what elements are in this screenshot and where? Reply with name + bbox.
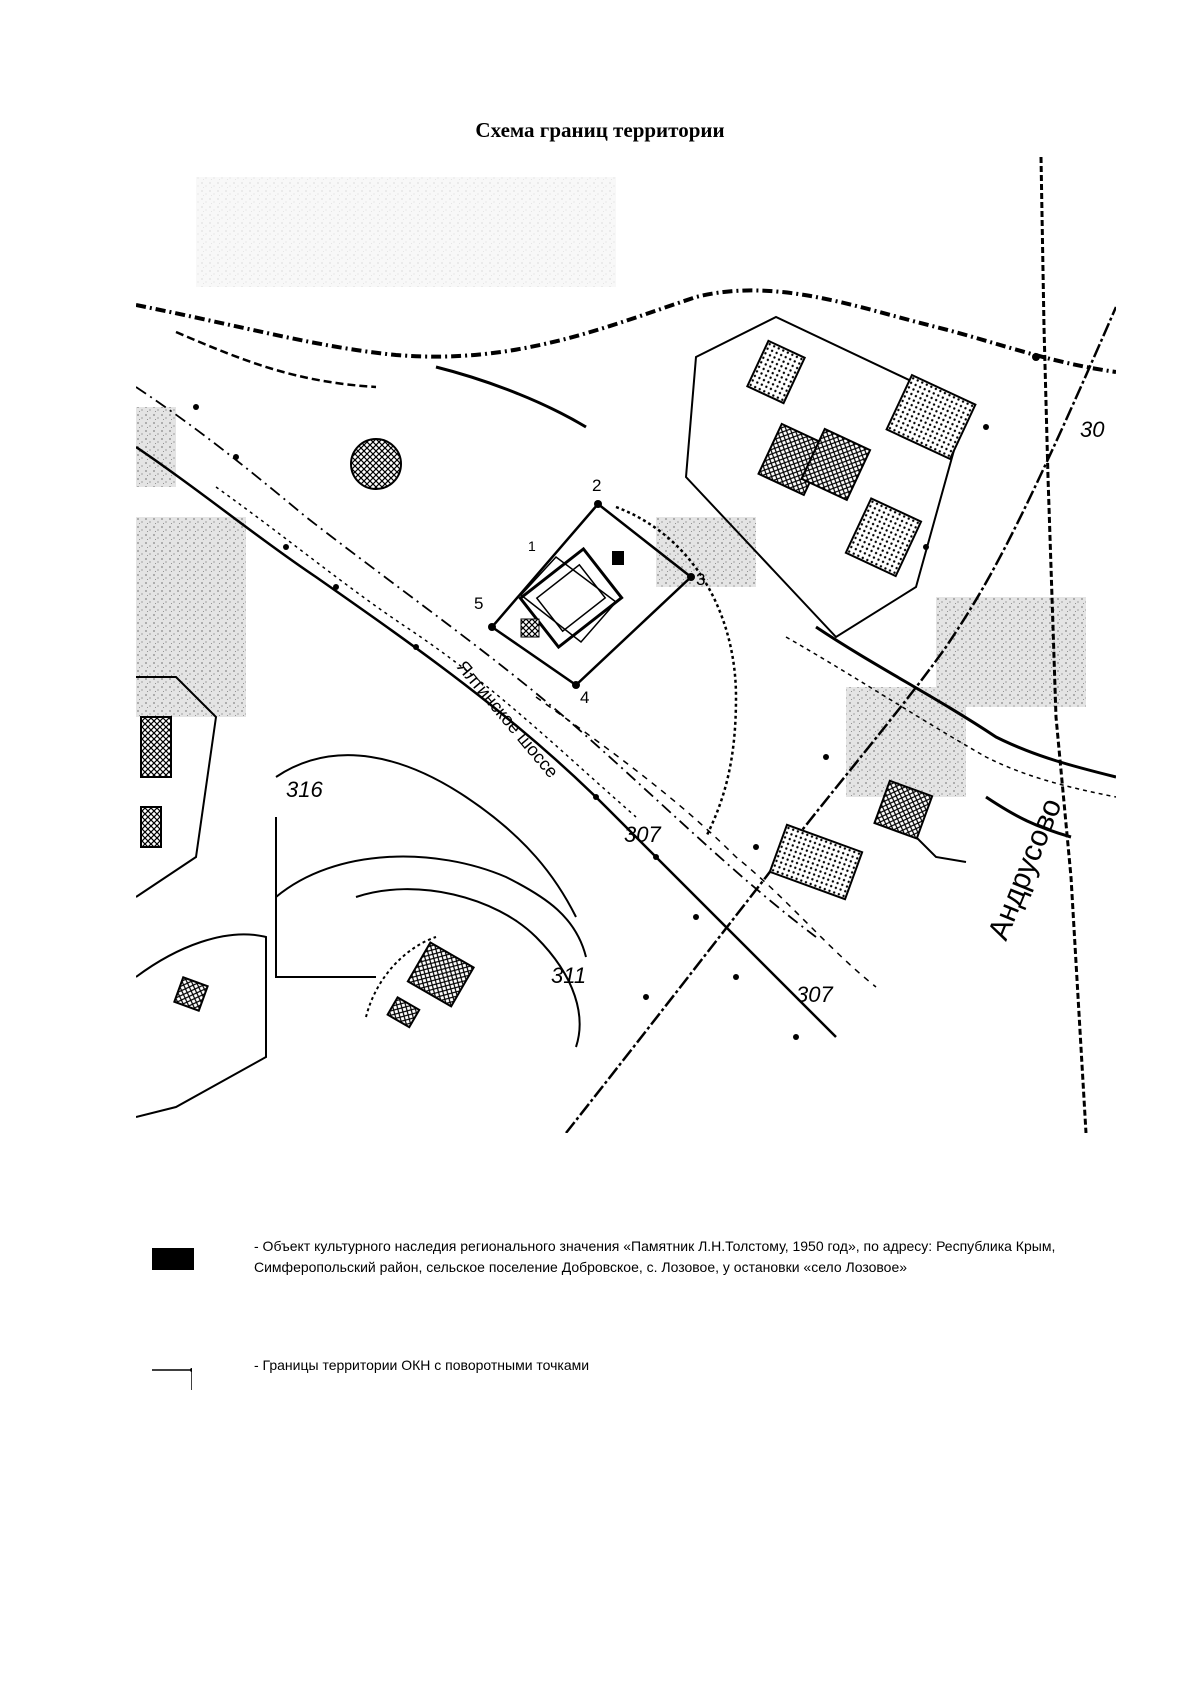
south-buildings [386, 941, 476, 1029]
legend-heritage-text: - Объект культурного наследия региональн… [254, 1238, 1056, 1275]
contour-lines [275, 365, 587, 1048]
north-inner-line [175, 330, 377, 389]
point-label-5: 5 [474, 594, 483, 613]
survey-points [193, 353, 1040, 1040]
point-label-4: 4 [580, 688, 589, 707]
road-label: Ялтинское шоссе [453, 657, 562, 782]
south-arc [365, 936, 437, 1018]
west-buildings [136, 676, 376, 1118]
east-buildings [684, 315, 977, 901]
protection-zone-arc [615, 505, 738, 838]
village-label: Андрусово [982, 794, 1069, 945]
okn-boundary [488, 500, 695, 689]
page-title: Схема границ территории [475, 118, 725, 142]
number-label-316: 316 [286, 777, 323, 802]
legend-heritage-swatch [152, 1248, 194, 1270]
andrusovo-road [565, 306, 1116, 1133]
legend-boundary-text: - Границы территории ОКН с поворотными т… [254, 1357, 590, 1373]
north-boundary-line [136, 288, 1116, 374]
point-label-2: 2 [592, 476, 601, 495]
boundary-map: 2 3 4 5 1 Ялтинское шоссе Андрусово 316 … [136, 157, 1116, 1133]
point-label-1: 1 [528, 538, 536, 554]
legend-boundary-symbol [152, 1368, 192, 1390]
point-label-3: 3 [696, 570, 705, 589]
number-label-307a: 307 [624, 822, 661, 847]
number-label-307b: 307 [796, 982, 833, 1007]
monument [518, 546, 624, 650]
number-label-311: 311 [551, 963, 586, 988]
terrain-shading [136, 177, 1086, 797]
tree-symbol [350, 438, 402, 490]
number-label-30: 30 [1080, 417, 1105, 442]
